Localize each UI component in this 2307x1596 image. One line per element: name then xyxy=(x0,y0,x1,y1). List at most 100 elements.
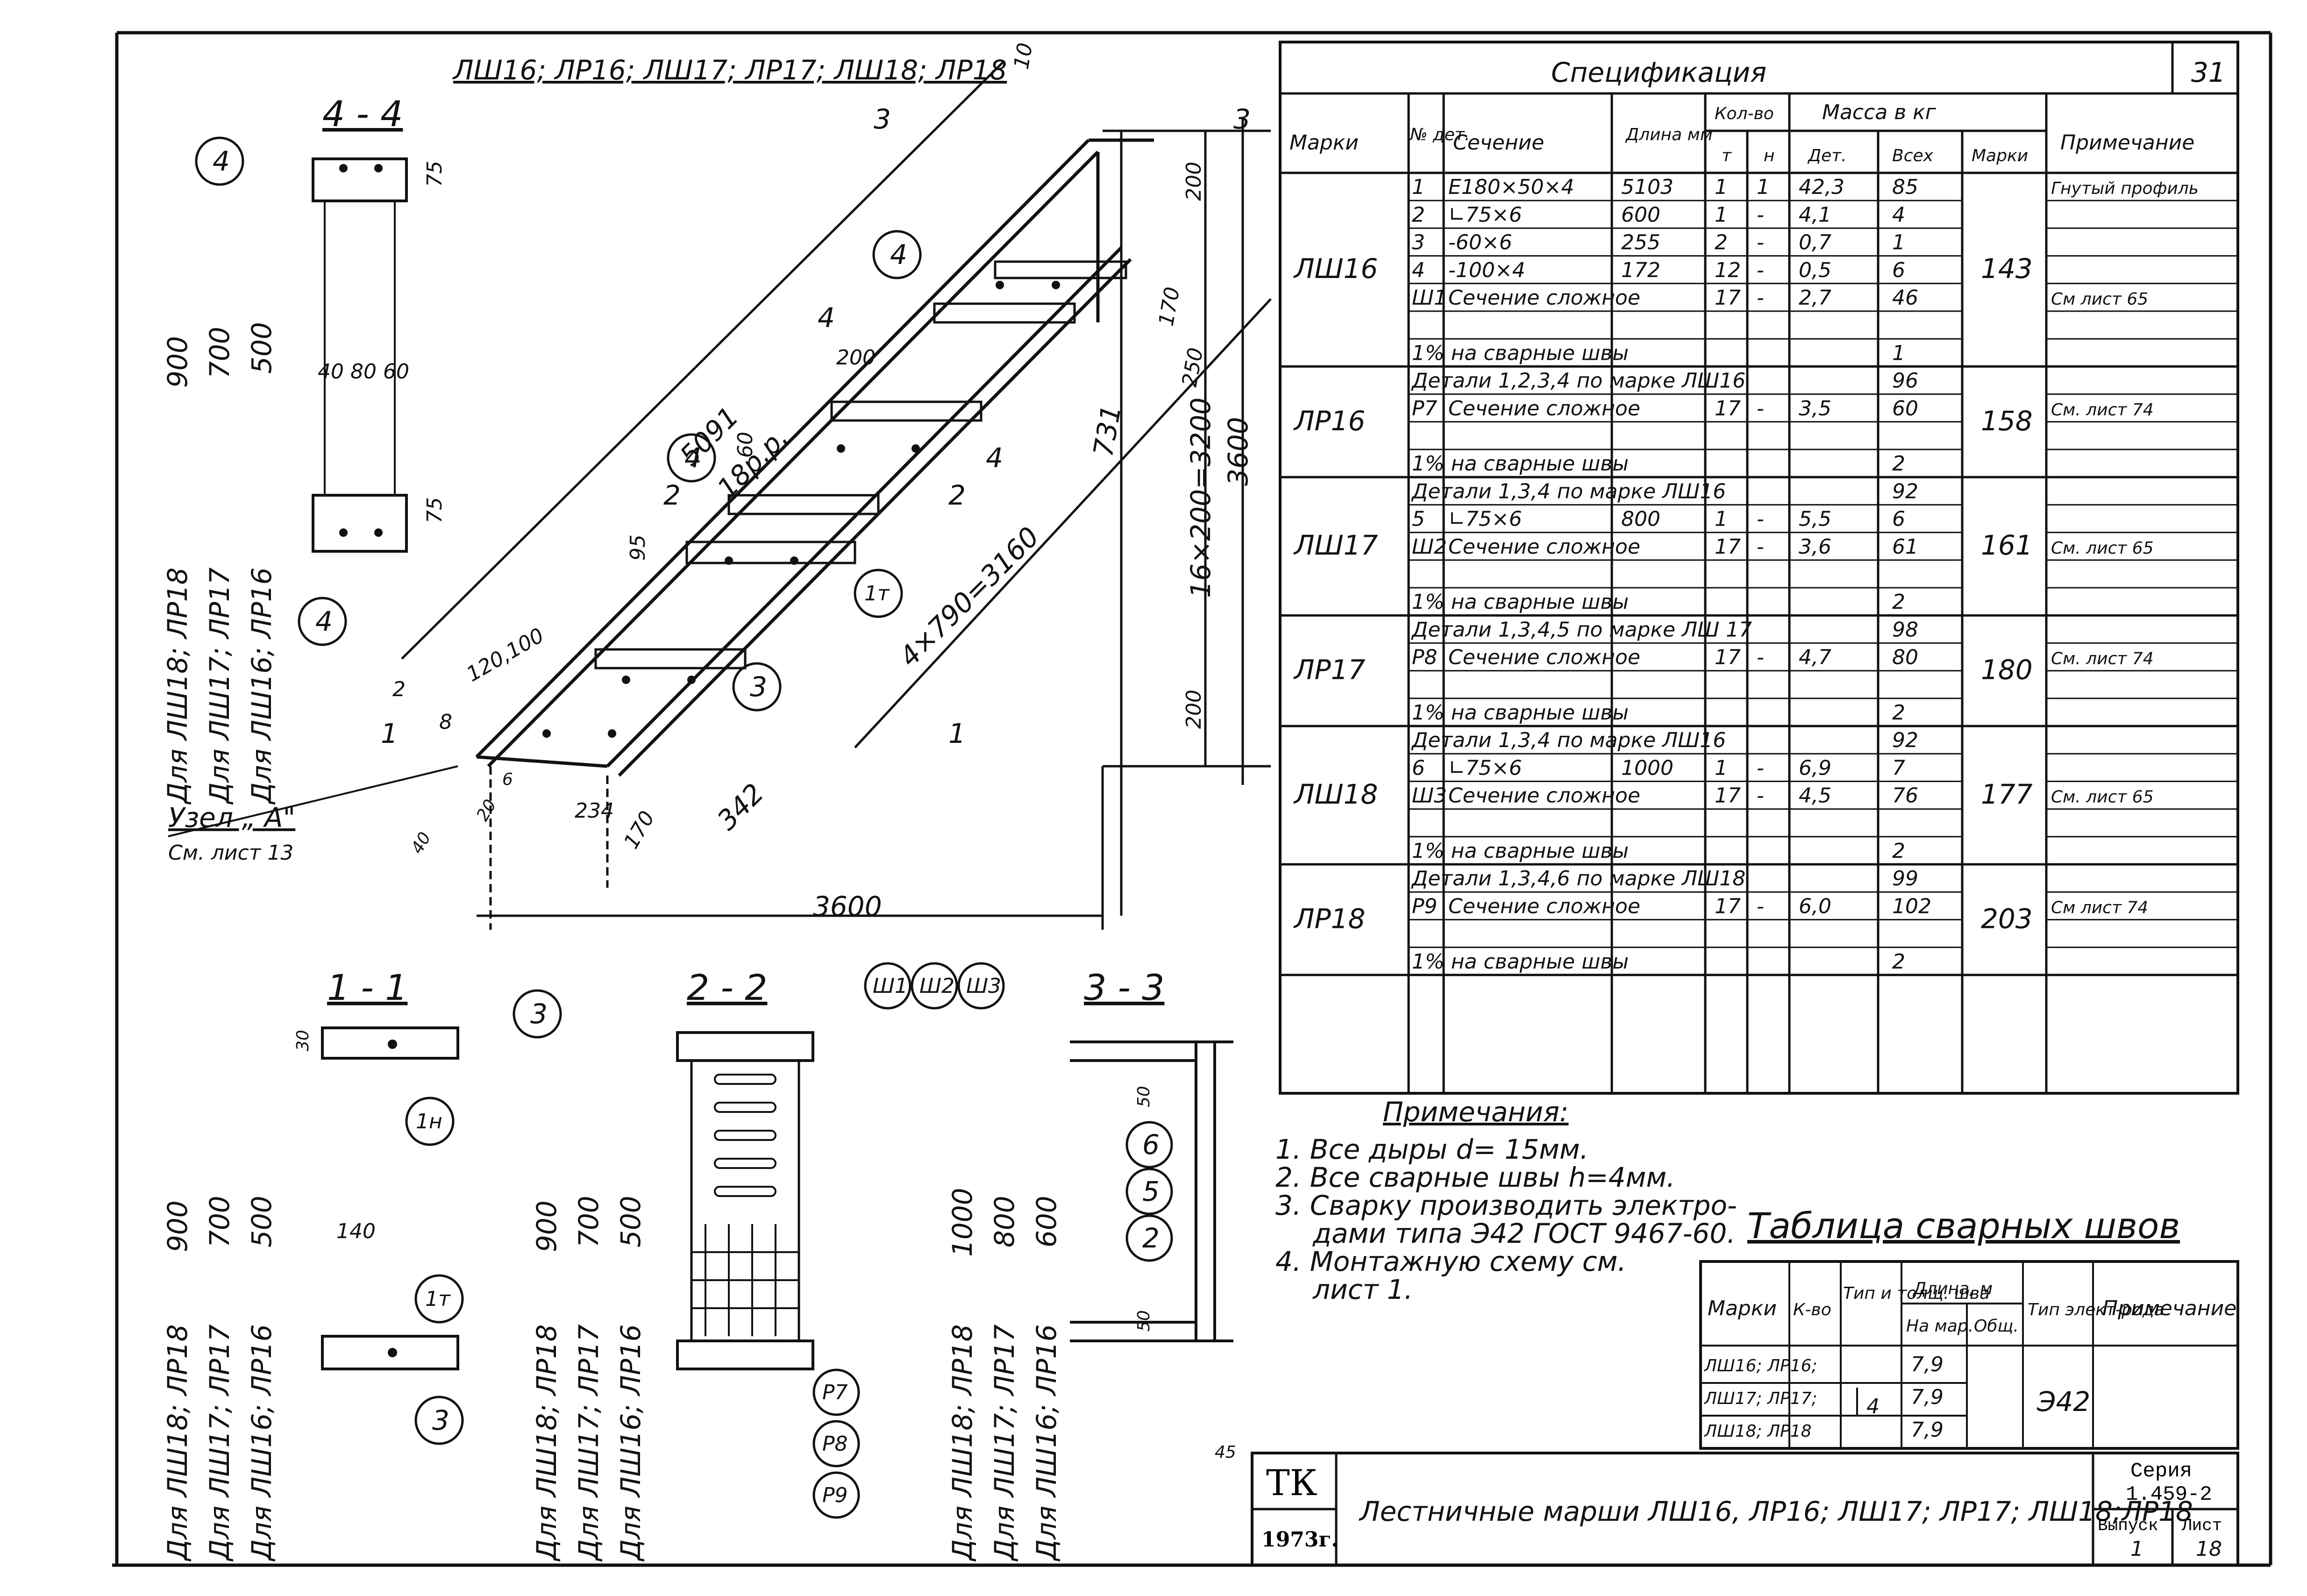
callout-1n: 1н xyxy=(405,1097,455,1146)
spec-cell-det-no: Ш3 xyxy=(1412,784,1447,808)
spec-group-mark: ЛШ18 xyxy=(1293,778,1378,810)
main-header: ЛШ16; ЛР16; ЛШ17; ЛР17; ЛШ18; ЛР18 xyxy=(452,54,1007,86)
cut-marker-1-left: 1 xyxy=(381,718,398,749)
section-4-4: 4 - 4 40 80 60 75 75 900 700 500 Для ЛШ1… xyxy=(162,93,447,805)
spec-cell-length: 5103 xyxy=(1621,175,1673,199)
spec-cell-mass-all: 1 xyxy=(1892,231,1905,255)
label-for-lsh18: Для ЛШ18; ЛР18 xyxy=(162,567,193,805)
callout-4-main-top: 4 xyxy=(872,230,922,279)
spec-group-mass: 161 xyxy=(1981,529,2033,561)
callout-r8: Р8 xyxy=(812,1420,860,1468)
spec-cell-mass-all: 76 xyxy=(1892,784,1918,808)
spec-cell-qty-t: 1 xyxy=(1715,507,1728,531)
hdr-note: Примечание xyxy=(2060,131,2194,155)
spec-row-text: 1% на сварные швы xyxy=(1412,701,1629,725)
dim-200-bottom: 200 xyxy=(1182,690,1206,729)
spec-row-text: Детали 1,3,4,6 по марке ЛШ18 xyxy=(1411,867,1745,891)
spec-cell-note: Гнутый профиль xyxy=(2051,179,2199,198)
spec-cell-mass-all: 2 xyxy=(1892,590,1905,614)
spec-cell-section: -60×6 xyxy=(1448,231,1512,255)
svg-text:Ш2: Ш2 xyxy=(919,974,954,998)
hdr-mass: Масса в кг xyxy=(1822,100,1937,124)
spec-cell-section: Сечение сложное xyxy=(1448,286,1640,310)
spec-cell-length: 255 xyxy=(1621,231,1660,255)
spec-group-mass: 180 xyxy=(1981,654,2033,686)
label-for-lsh18-s22: Для ЛШ18; ЛР18 xyxy=(531,1324,563,1562)
callout-sh3: Ш3 xyxy=(957,962,1005,1010)
spec-cell-det-no: 4 xyxy=(1412,258,1425,282)
label-for-lsh18-s33: Для ЛШ18; ЛР18 xyxy=(947,1324,978,1562)
spec-cell-qty-t: 1 xyxy=(1715,175,1728,199)
cut-marker-2-left: 2 xyxy=(663,479,681,511)
specification-table: Спецификация 31 Марки № дет. Сечение Дли… xyxy=(1279,41,2239,1095)
hdr-qty-t: т xyxy=(1722,146,1732,165)
callout-sh2: Ш2 xyxy=(911,962,958,1010)
spec-cell-note: См. лист 65 xyxy=(2051,788,2154,807)
spec-cell-note: См. лист 74 xyxy=(2051,649,2154,669)
svg-text:Р8: Р8 xyxy=(822,1432,848,1456)
issue-label: Выпуск xyxy=(2098,1516,2158,1535)
spec-cell-mass-all: 2 xyxy=(1892,950,1905,974)
svg-text:2: 2 xyxy=(1142,1222,1160,1254)
cut-marker-4-a: 4 xyxy=(818,302,835,334)
weld-hdr-electrode: Тип элект-рода xyxy=(2028,1300,2165,1319)
svg-text:4: 4 xyxy=(1866,1395,1880,1418)
spec-cell-qty-n: - xyxy=(1757,286,1764,310)
callout-r9: Р9 xyxy=(812,1471,860,1519)
org-code: ТК xyxy=(1266,1462,1317,1503)
section-3-3: 3 - 3 50 50 45 1000 800 600 Для ЛШ18; ЛР… xyxy=(947,967,1236,1562)
spec-cell-mass-det: 6,9 xyxy=(1799,756,1831,780)
dim-500: 500 xyxy=(246,322,278,374)
cut-marker-3-top: 3 xyxy=(874,103,891,135)
section-4-4-title: 4 - 4 xyxy=(322,93,403,135)
weld-hdr-type: Тип и толщ. шва xyxy=(1843,1284,1990,1303)
note-item: 3. Сварку производить электро- xyxy=(1275,1190,1737,1221)
spec-cell-section: ∟75×6 xyxy=(1448,507,1522,531)
dim-900: 900 xyxy=(162,336,193,388)
weld-table-title: Таблица сварных швов xyxy=(1747,1205,2180,1247)
spec-cell-det-no: 2 xyxy=(1412,203,1425,227)
spec-cell-qty-t: 17 xyxy=(1715,286,1741,310)
hdr-mass-all: Всех xyxy=(1892,146,1934,165)
callout-3-s11-top: 3 xyxy=(513,989,562,1039)
spec-cell-section: ∟75×6 xyxy=(1448,756,1522,780)
spec-row-text: 1% на сварные швы xyxy=(1412,950,1629,974)
spec-cell-qty-n: - xyxy=(1757,646,1764,670)
series-value: 1.459-2 xyxy=(2126,1483,2212,1506)
cut-marker-2-right: 2 xyxy=(948,479,966,511)
spec-cell-det-no: 5 xyxy=(1412,507,1425,531)
dim-10: 10 xyxy=(1010,41,1038,71)
dim-2: 2 xyxy=(392,677,406,701)
sheet-number: 31 xyxy=(2191,57,2226,88)
spec-cell-qty-t: 2 xyxy=(1715,231,1728,255)
hdr-qty: Кол-во xyxy=(1715,104,1774,123)
label-for-lsh16-s11: Для ЛШ16; ЛР16 xyxy=(246,1324,278,1562)
callout-1t: 1т xyxy=(414,1274,464,1324)
callout-sh1: Ш1 xyxy=(864,962,911,1010)
svg-text:4: 4 xyxy=(213,145,230,177)
weld-table: Таблица сварных швов Марки К-во Тип и то… xyxy=(1699,1205,2239,1450)
label-for-lsh16: Для ЛШ16; ЛР16 xyxy=(246,567,278,805)
spec-cell-section: Сечение сложное xyxy=(1448,784,1640,808)
dim-16x200: 16×200=3200 xyxy=(1185,398,1217,598)
weld-hdr-len-total: Общ. xyxy=(1974,1317,2019,1336)
dim-45: 45 xyxy=(1215,1443,1236,1462)
callout-4-bottom: 4 xyxy=(298,597,347,646)
weld-hdr-length: Длина, м xyxy=(1912,1279,1993,1298)
spec-group-mark: ЛШ16 xyxy=(1293,253,1378,285)
weld-electrode-value: Э42 xyxy=(2036,1386,2090,1418)
spec-cell-mass-det: 3,5 xyxy=(1799,397,1831,420)
dim-250: 250 xyxy=(1178,346,1208,389)
svg-text:Р7: Р7 xyxy=(822,1381,848,1404)
note-item: лист 1. xyxy=(1312,1274,1413,1305)
dim-900-s11: 900 xyxy=(162,1200,193,1252)
svg-text:4: 4 xyxy=(684,442,702,474)
hdr-mass-mark: Марки xyxy=(1972,146,2028,165)
spec-cell-mass-all: 6 xyxy=(1892,507,1905,531)
sheet-title: Лестничные марши ЛШ16, ЛР16; ЛШ17; ЛР17;… xyxy=(1359,1496,2193,1527)
dim-75-top: 75 xyxy=(423,161,447,187)
weld-row-2-mark: ЛШ17; ЛР17; xyxy=(1703,1389,1817,1408)
spec-cell-mass-all: 96 xyxy=(1892,369,1918,393)
weld-hdr-note: Примечание xyxy=(2102,1297,2236,1320)
spec-cell-section: -100×4 xyxy=(1448,258,1525,282)
